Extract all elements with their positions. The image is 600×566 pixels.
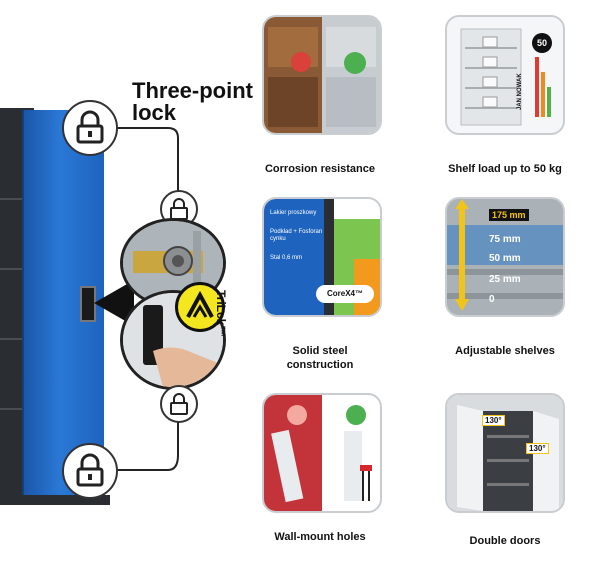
- layer-steel: Stal 0,6 mm: [270, 255, 303, 261]
- sad-face-icon: [291, 52, 311, 72]
- caption-shelf-load: Shelf load up to 50 kg: [448, 163, 562, 175]
- cabinet-base: [0, 495, 110, 505]
- tile-adjustable-shelves: [445, 197, 565, 317]
- caption-solid-steel-line1: Solid steel: [292, 345, 348, 357]
- lock-top-icon: [62, 100, 118, 156]
- mark-0: 0: [489, 294, 495, 305]
- door-handle: [80, 286, 96, 322]
- sad-face-icon: [287, 405, 307, 425]
- corex-badge: CoreX4™: [316, 285, 374, 303]
- brand-label: JAN NOWAK: [517, 73, 523, 110]
- lock-lower-small-icon: [160, 385, 198, 423]
- tile-double-doors: [445, 393, 565, 513]
- mark-50: 50 mm: [489, 253, 521, 264]
- caption-corrosion: Corrosion resistance: [264, 163, 376, 175]
- trilock-logo-icon: [175, 282, 225, 332]
- happy-face-icon: [344, 52, 366, 74]
- angle-left-badge: 130°: [482, 415, 505, 426]
- mark-25: 25 mm: [489, 274, 521, 285]
- pointer-triangle: [94, 280, 134, 326]
- trilock-label: TriLck™: [214, 290, 228, 338]
- caption-adjustable-shelves: Adjustable shelves: [455, 345, 555, 357]
- caption-double-doors: Double doors: [469, 535, 541, 547]
- load-badge: 50: [532, 33, 552, 53]
- caption-solid-steel: Solid steel construction: [235, 344, 405, 372]
- coating-layers: Lakier proszkowy Podkład + Fosforan cynk…: [270, 210, 330, 262]
- caption-solid-steel-line2: construction: [286, 359, 354, 371]
- layer-paint: Lakier proszkowy: [270, 210, 317, 216]
- caption-wall-mount: Wall-mount holes: [274, 531, 366, 543]
- angle-right-badge: 130°: [526, 443, 549, 454]
- tile-corrosion: [262, 15, 382, 135]
- happy-face-icon: [346, 405, 366, 425]
- tile-shelf-load: [445, 15, 565, 135]
- mark-175: 175 mm: [489, 209, 529, 221]
- page-title: Three-point lock: [132, 78, 253, 125]
- mark-75: 75 mm: [489, 234, 521, 245]
- layer-primer: Podkład + Fosforan cynku: [270, 229, 323, 242]
- lock-rods: [98, 127, 179, 471]
- lock-bottom-icon: [62, 443, 118, 499]
